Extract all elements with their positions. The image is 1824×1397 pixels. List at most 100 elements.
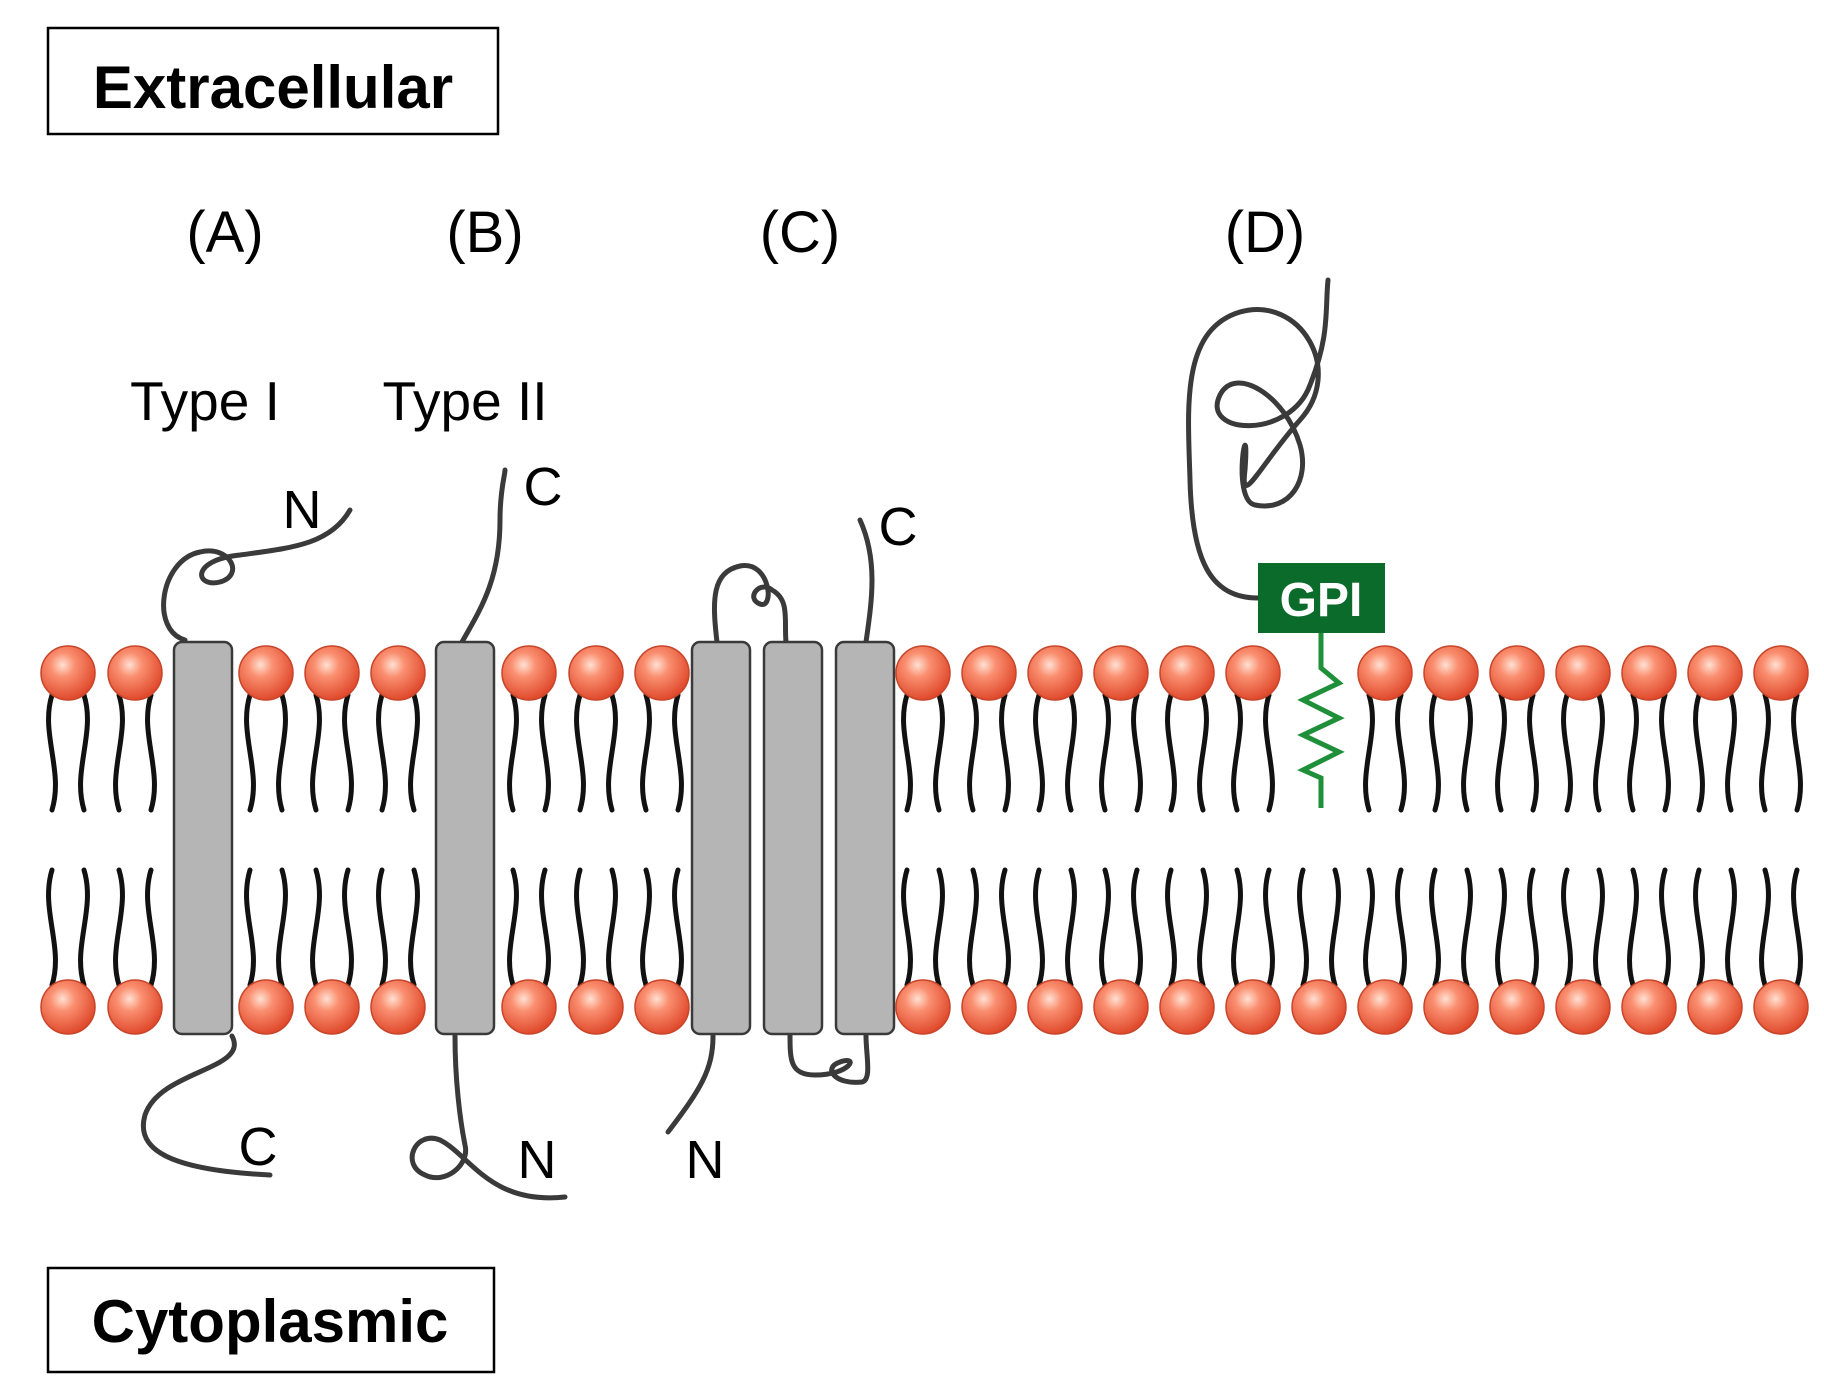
lipid-head — [1555, 979, 1611, 1035]
lipid-tail — [1659, 867, 1671, 988]
lipid-tail — [1561, 867, 1573, 988]
lipid-head — [501, 979, 557, 1035]
type-ii-c-terminus-label: C — [524, 457, 563, 517]
lipid-tail — [244, 692, 256, 813]
lipid-head — [568, 645, 624, 701]
lipid-tail — [276, 867, 288, 988]
multi-pass-n-terminal-chain — [665, 1033, 716, 1135]
lipid-tail — [376, 867, 388, 988]
panel-b-label: (B) — [446, 200, 523, 265]
lipid-tail — [78, 692, 90, 813]
lipid-tail — [1033, 867, 1045, 988]
type-ii-transmembrane-helix — [434, 640, 496, 1036]
type-ii-cytoplasmic-chain — [409, 1033, 568, 1201]
cytoplasmic-label: Cytoplasmic — [92, 1288, 449, 1355]
lipid-tail — [1033, 692, 1045, 813]
lipid-tail — [1197, 692, 1209, 813]
lipid-tail — [1693, 867, 1705, 988]
lipid-tail — [1131, 692, 1143, 813]
extracellular-region-label: Extracellular — [46, 26, 500, 136]
lipid-tail — [539, 867, 551, 988]
lipid-head — [1621, 645, 1677, 701]
type-i-n-terminus-label: N — [283, 480, 322, 540]
lipid-tail — [342, 867, 354, 988]
lipid-head — [895, 645, 951, 701]
lipid-head — [238, 645, 294, 701]
lipid-tail — [967, 692, 979, 813]
lipid-head — [40, 645, 96, 701]
lipid-tail — [1461, 867, 1473, 988]
multi-pass-c-terminus-label: C — [879, 497, 918, 557]
lipid-head — [107, 645, 163, 701]
lipid-tail — [672, 692, 684, 813]
lipid-head — [1027, 979, 1083, 1035]
lower-leaflet-heads — [40, 979, 1809, 1035]
lipid-tail — [1693, 692, 1705, 813]
lipid-tail — [1627, 692, 1639, 813]
lipid-tail — [145, 692, 157, 813]
lipid-head — [1093, 979, 1149, 1035]
lipid-tail — [1395, 692, 1407, 813]
type-i-extracellular-chain — [161, 507, 353, 643]
lipid-tail — [1065, 867, 1077, 988]
lipid-head — [370, 645, 426, 701]
lipid-head — [1621, 979, 1677, 1035]
lipid-head — [304, 645, 360, 701]
multi-pass-n-terminus-label: N — [686, 1130, 725, 1190]
lipid-head — [634, 645, 690, 701]
lipid-tail — [78, 867, 90, 988]
type-i-c-terminus-label: C — [239, 1117, 278, 1177]
lipid-head — [1489, 645, 1545, 701]
panel-c-label: (C) — [760, 200, 841, 265]
lipid-head — [1423, 979, 1479, 1035]
lipid-head — [1753, 645, 1809, 701]
lipid-tail — [901, 867, 913, 988]
lipid-tail — [310, 692, 322, 813]
lipid-tail — [376, 692, 388, 813]
gpi-label: GPI — [1280, 574, 1363, 627]
lipid-head — [1555, 645, 1611, 701]
cytoplasmic-region-label: Cytoplasmic — [46, 1266, 496, 1374]
lipid-tail — [967, 867, 979, 988]
lipid-tail — [539, 692, 551, 813]
lipid-tail — [1197, 867, 1209, 988]
lipid-head — [1357, 979, 1413, 1035]
lipid-head — [107, 979, 163, 1035]
lipid-tail — [999, 692, 1011, 813]
lipid-tail — [1527, 867, 1539, 988]
lipid-tail — [1263, 692, 1275, 813]
lipid-tail — [1231, 692, 1243, 813]
lipid-head — [1225, 645, 1281, 701]
lipid-tail — [1495, 692, 1507, 813]
lipid-head — [961, 979, 1017, 1035]
lipid-tail — [1363, 692, 1375, 813]
lipid-tail — [640, 867, 652, 988]
lipid-tail — [606, 692, 618, 813]
lipid-head — [238, 979, 294, 1035]
type-ii-extracellular-chain — [459, 467, 508, 645]
type-ii-label: Type II — [382, 370, 547, 432]
multi-pass-extracellular-loop — [711, 563, 789, 645]
lipid-tail — [1659, 692, 1671, 813]
gpi-protein-chain — [1186, 277, 1331, 601]
lipid-tail — [244, 867, 256, 988]
lipid-tail — [46, 867, 58, 988]
lipid-tail — [1395, 867, 1407, 988]
lipid-head — [895, 979, 951, 1035]
lipid-tail — [113, 692, 125, 813]
lipid-head — [1423, 645, 1479, 701]
lipid-tail — [1099, 692, 1111, 813]
lipid-tail — [1165, 867, 1177, 988]
lipid-tail — [1461, 692, 1473, 813]
extracellular-label: Extracellular — [93, 54, 453, 121]
lipid-head — [304, 979, 360, 1035]
lipid-tail — [606, 867, 618, 988]
lipid-tail — [1527, 692, 1539, 813]
lipid-tail — [574, 692, 586, 813]
type-i-transmembrane-helix — [172, 640, 234, 1036]
lipid-tail — [408, 692, 420, 813]
gpi-anchor-box — [1258, 563, 1385, 633]
lipid-tail — [1297, 867, 1309, 988]
lipid-head — [634, 979, 690, 1035]
